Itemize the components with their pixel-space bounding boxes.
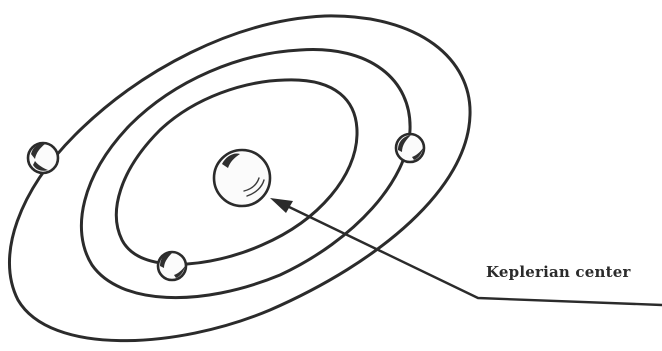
pointer-arrow [270, 198, 662, 305]
planet-inner-bottom [158, 252, 186, 280]
planet-outer-left [28, 143, 58, 173]
keplerian-center-label: Keplerian center [486, 263, 631, 281]
planet-middle-right [396, 134, 424, 162]
central-body [214, 150, 270, 206]
